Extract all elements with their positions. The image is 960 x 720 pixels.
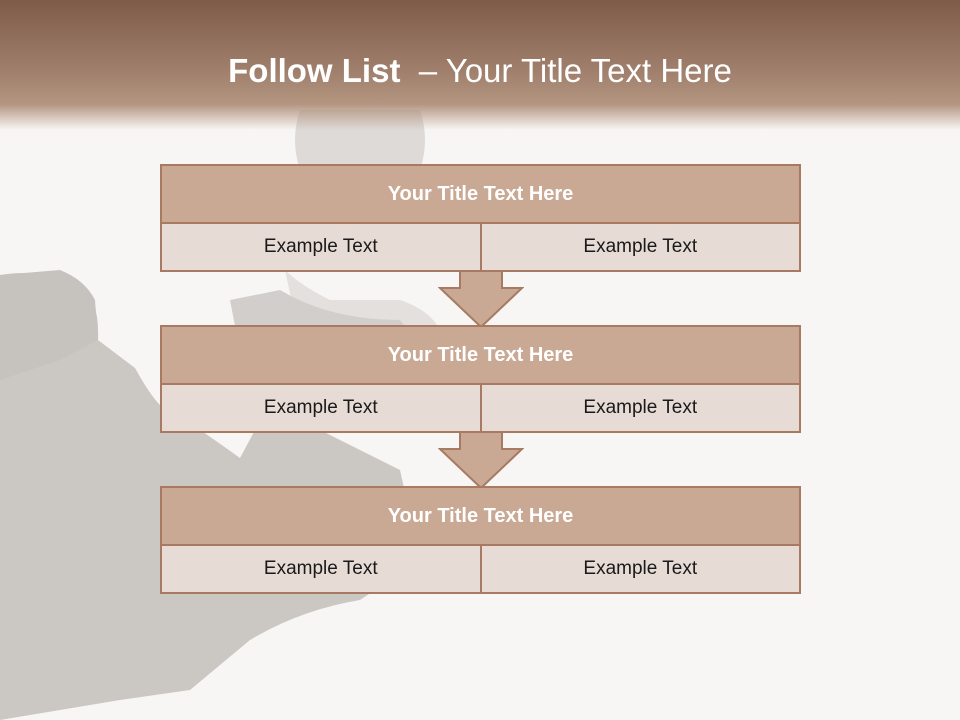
slide-title: Follow List – Your Title Text Here xyxy=(0,52,960,90)
step-box-1: Your Title Text Here Example Text Exampl… xyxy=(160,164,801,272)
step-title: Your Title Text Here xyxy=(162,166,799,224)
step-right-text: Example Text xyxy=(583,397,698,418)
down-arrow-icon xyxy=(438,431,524,489)
slide-title-bold: Follow List xyxy=(228,52,401,89)
step-row: Example Text Example Text xyxy=(162,224,799,270)
header-band xyxy=(0,0,960,130)
step-right-text: Example Text xyxy=(583,558,698,579)
step-box-2: Your Title Text Here Example Text Exampl… xyxy=(160,325,801,433)
step-left-text: Example Text xyxy=(162,224,482,270)
step-title: Your Title Text Here xyxy=(162,327,799,385)
step-row: Example Text Example Text xyxy=(162,546,799,592)
step-box-3: Your Title Text Here Example Text Exampl… xyxy=(160,486,801,594)
step-row: Example Text Example Text xyxy=(162,385,799,431)
step-right-text: Example Text xyxy=(583,236,698,257)
down-arrow-icon xyxy=(438,270,524,328)
step-title: Your Title Text Here xyxy=(162,488,799,546)
slide-title-rest: – Your Title Text Here xyxy=(400,52,732,89)
step-left-text: Example Text xyxy=(162,385,482,431)
step-left-text: Example Text xyxy=(162,546,482,592)
